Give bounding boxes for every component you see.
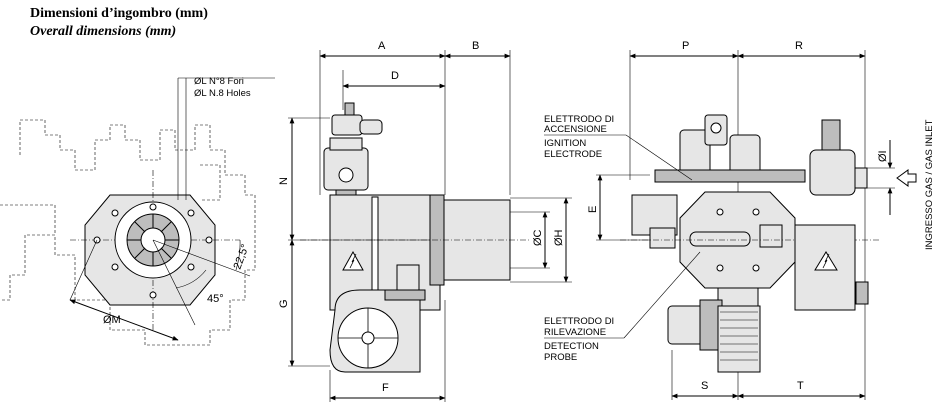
dim-A: A [378, 40, 386, 52]
side-view: A B D N G [278, 40, 572, 402]
ignition-label-en-1: IGNITION [544, 138, 586, 149]
holes-label-english: ØL N.8 Holes [194, 88, 251, 99]
dim-R: R [795, 40, 803, 52]
dim-N: N [278, 177, 290, 185]
dim-angle-45: 45° [207, 293, 224, 305]
dim-E: E [587, 206, 599, 213]
ignition-label-it-2: ACCENSIONE [544, 124, 607, 135]
title-italian: Dimensioni d’ingombro (mm) [30, 6, 208, 21]
detection-label-it-2: RILEVAZIONE [544, 327, 606, 338]
dim-OI: ØI [877, 150, 889, 162]
dim-OM: ØM [103, 314, 121, 326]
dim-OC: ØC [532, 229, 544, 246]
dim-D: D [391, 70, 399, 82]
dim-angle-22-5: 22,5° [232, 243, 252, 271]
dim-OH: ØH [553, 229, 565, 246]
flange-view: ØM 45° 22,5° ØL N°8 Fori ØL N.8 Holes [0, 76, 275, 346]
dim-G: G [278, 299, 290, 308]
rear-view: P R E ØI INGRESSO GAS / GAS INLET [544, 40, 935, 400]
dim-S: S [701, 380, 708, 392]
gas-inlet-label: INGRESSO GAS / GAS INLET [924, 119, 935, 250]
dim-B: B [472, 40, 479, 52]
holes-label-italian: ØL N°8 Fori [194, 76, 244, 87]
ignition-label-it-1: ELETTRODO DI [544, 114, 614, 125]
dim-T: T [797, 380, 804, 392]
dim-P: P [682, 40, 689, 52]
title-english: Overall dimensions (mm) [30, 24, 177, 39]
detection-label-en-2: PROBE [544, 352, 577, 363]
ignition-label-en-2: ELECTRODE [544, 149, 602, 160]
dim-F: F [382, 382, 389, 394]
detection-label-en-1: DETECTION [544, 341, 599, 352]
detection-label-it-1: ELETTRODO DI [544, 316, 614, 327]
